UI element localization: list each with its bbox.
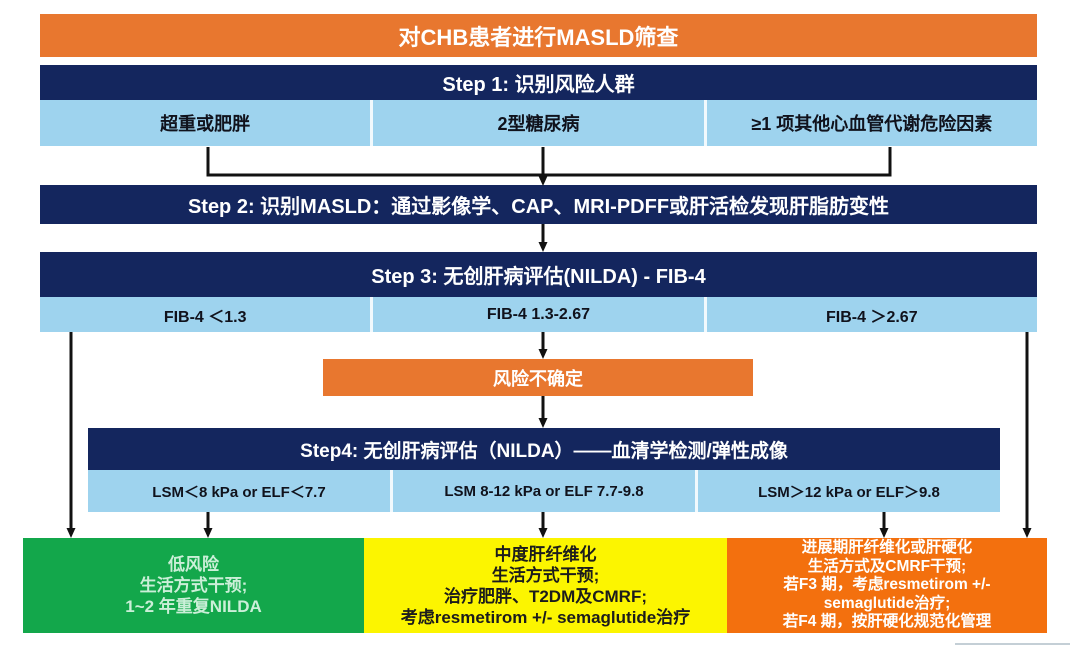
risk-uncertain-text: 风险不确定	[493, 368, 583, 389]
step2-header: Step 2: 识别MASLD：通过影像学、CAP、MRI-PDFF或肝活检发现…	[40, 185, 1037, 224]
step1-cell-t2dm: 2型糖尿病	[373, 100, 707, 146]
step3-header: Step 3: 无创肝病评估(NILDA) - FIB-4	[40, 252, 1037, 297]
outcome-advanced-line: 生活方式及CMRF干预;	[807, 557, 967, 575]
outcome-moderate-line: 中度肝纤维化	[494, 544, 597, 564]
outcome-moderate-line: 考虑resmetirom +/- semaglutide治疗	[400, 607, 691, 627]
lsm-cell-high: LSM＞12 kPa or ELF＞9.8	[758, 483, 940, 501]
footer-divider-line	[955, 643, 1070, 645]
outcome-moderate-line: 治疗肥胖、T2DM及CMRF;	[443, 586, 648, 606]
risk-uncertain-box: 风险不确定	[323, 359, 753, 396]
step1-cell-cmrf: ≥1 项其他心血管代谢危险因素	[751, 114, 993, 134]
step1-header-text: Step 1: 识别风险人群	[442, 74, 635, 96]
outcome-low-line: 1~2 年重复NILDA	[125, 597, 262, 616]
outcome-advanced-fibrosis-box: 进展期肝纤维化或肝硬化 生活方式及CMRF干预; 若F3 期，考虑resmeti…	[727, 538, 1047, 633]
flow-title-bar: 对CHB患者进行MASLD筛查	[40, 14, 1037, 57]
flow-title-text: 对CHB患者进行MASLD筛查	[398, 24, 679, 50]
outcome-advanced-line: 进展期肝纤维化或肝硬化	[801, 539, 973, 557]
outcome-low-line: 生活方式干预;	[139, 576, 248, 595]
fib4-cell-low: FIB-4 ＜1.3	[40, 297, 374, 332]
fib4-cell-high: FIB-4 ＞2.67	[826, 308, 918, 326]
lsm-elf-row: LSM＜8 kPa or ELF＜7.7 LSM 8-12 kPa or ELF…	[88, 470, 1000, 512]
lsm-cell-mid: LSM 8-12 kPa or ELF 7.7-9.8	[393, 470, 698, 512]
step2-header-text: Step 2: 识别MASLD：通过影像学、CAP、MRI-PDFF或肝活检发现…	[187, 196, 890, 218]
step4-header-text: Step4: 无创肝病评估（NILDA）——血清学检测/弹性成像	[300, 440, 788, 462]
outcome-advanced-line: semaglutide治疗;	[823, 594, 951, 612]
step1-header: Step 1: 识别风险人群	[40, 65, 1037, 100]
step1-merge-bracket	[206, 147, 892, 177]
outcome-moderate-fibrosis-box: 中度肝纤维化 生活方式干预; 治疗肥胖、T2DM及CMRF; 考虑resmeti…	[364, 538, 727, 633]
step4-header: Step4: 无创肝病评估（NILDA）——血清学检测/弹性成像	[88, 428, 1000, 470]
lsm-cell-low: LSM＜8 kPa or ELF＜7.7	[88, 470, 393, 512]
outcome-advanced-line: 若F4 期，按肝硬化规范化管理	[782, 613, 992, 631]
step1-cell-overweight: 超重或肥胖	[40, 100, 374, 146]
outcome-low-line: 低风险	[168, 555, 219, 574]
fib4-cell-mid: FIB-4 1.3-2.67	[373, 297, 707, 332]
outcome-advanced-line: 若F3 期，考虑resmetirom +/-	[783, 576, 991, 594]
outcome-low-risk-box: 低风险 生活方式干预; 1~2 年重复NILDA	[23, 538, 364, 633]
step1-risk-row: 超重或肥胖 2型糖尿病 ≥1 项其他心血管代谢危险因素	[40, 100, 1037, 146]
outcome-moderate-line: 生活方式干预;	[491, 565, 600, 585]
fib4-row: FIB-4 ＜1.3 FIB-4 1.3-2.67 FIB-4 ＞2.67	[40, 297, 1037, 332]
step3-header-text: Step 3: 无创肝病评估(NILDA) - FIB-4	[371, 266, 706, 288]
